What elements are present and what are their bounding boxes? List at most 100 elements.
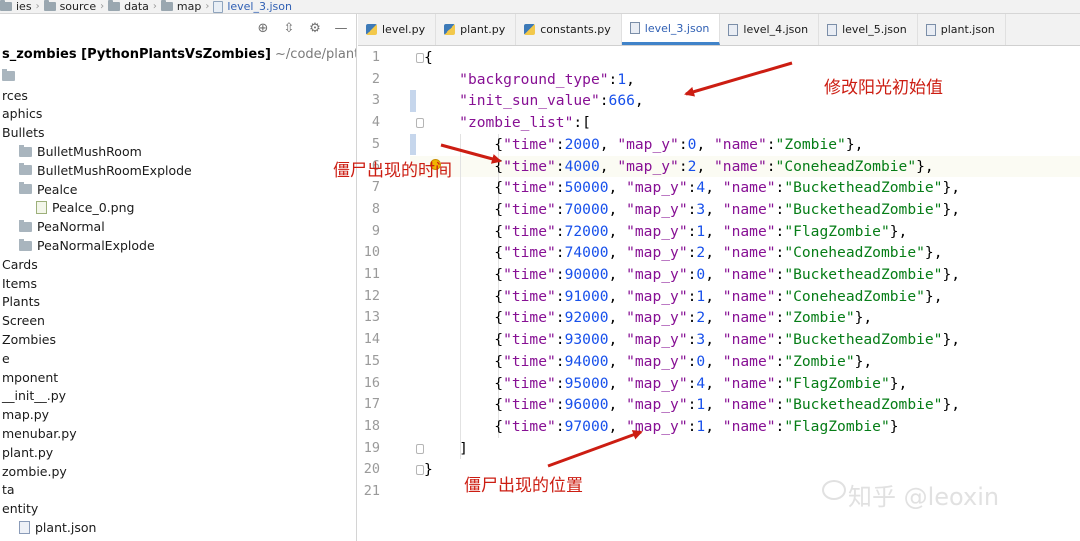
json-punctuation: },: [942, 179, 961, 197]
tree-item[interactable]: __init__.py: [0, 387, 356, 406]
editor-tab[interactable]: constants.py: [516, 14, 622, 45]
json-string: "ConeheadZombie": [784, 287, 925, 305]
tree-item[interactable]: plant.json: [0, 518, 356, 537]
tree-item[interactable]: entity: [0, 499, 356, 518]
json-punctuation: ,: [696, 135, 715, 153]
fold-marker-icon[interactable]: [416, 53, 424, 63]
breadcrumb-item[interactable]: ies: [0, 0, 32, 13]
tree-item-label: __init__.py: [2, 388, 67, 404]
json-key: "map_y": [626, 352, 688, 370]
json-number: 1: [696, 417, 706, 435]
project-root[interactable]: s_zombies [PythonPlantsVsZombies] ~/code…: [2, 47, 356, 62]
code-line: {"time":50000, "map_y":4, "name":"Bucket…: [424, 177, 960, 199]
json-punctuation: ,: [599, 157, 618, 175]
tree-item[interactable]: Items: [0, 274, 356, 293]
json-punctuation: ,: [705, 331, 723, 349]
minimize-icon[interactable]: —: [334, 21, 348, 36]
tree-item[interactable]: Zombies: [0, 330, 356, 349]
tree-item[interactable]: ta: [0, 481, 356, 500]
tree-item-label: entity: [2, 501, 39, 517]
collapse-all-icon[interactable]: ⇳: [283, 21, 295, 36]
fold-marker-icon[interactable]: [416, 443, 424, 454]
code-line: {"time":97000, "map_y":1, "name":"FlagZo…: [424, 416, 898, 438]
json-punctuation: },: [889, 374, 908, 392]
tree-item[interactable]: zombie.py: [0, 462, 356, 481]
editor-tab[interactable]: plant.json: [918, 14, 1006, 45]
json-punctuation: ,: [608, 374, 627, 392]
json-punctuation: },: [854, 352, 873, 370]
tree-item[interactable]: BulletMushRoom: [0, 142, 356, 161]
code-line: {"time":92000, "map_y":2, "name":"Zombie…: [424, 307, 872, 329]
json-punctuation: :: [555, 179, 565, 197]
tree-item[interactable]: plant.py: [0, 443, 356, 462]
json-punctuation: :: [687, 396, 697, 414]
tree-item[interactable]: menubar.py: [0, 424, 356, 443]
editor-tab[interactable]: level_3.json: [621, 14, 721, 45]
tree-item[interactable]: PeaNormalExplode: [0, 236, 356, 255]
json-number: 4: [696, 179, 706, 197]
vcs-change-marker[interactable]: [410, 90, 416, 113]
tree-item[interactable]: map.py: [0, 405, 356, 424]
json-number: 4000: [564, 157, 600, 175]
tree-item[interactable]: Pealce_0.png: [0, 199, 356, 218]
watermark-logo-icon: [822, 480, 846, 500]
json-number: 2000: [564, 135, 600, 153]
tree-item[interactable]: Screen: [0, 311, 356, 330]
line-number: 20: [363, 461, 380, 478]
json-number: 0: [696, 266, 706, 283]
tree-item[interactable]: [0, 67, 356, 86]
folder-icon: [2, 69, 15, 82]
fold-marker-icon[interactable]: [416, 118, 424, 129]
editor-tab[interactable]: level.py: [358, 14, 437, 45]
tree-item[interactable]: mponent: [0, 368, 356, 387]
tree-item[interactable]: Plants: [0, 293, 356, 312]
breadcrumb-item[interactable]: map: [160, 0, 201, 13]
json-punctuation: ,: [599, 135, 618, 153]
tree-item-label: map.py: [2, 407, 50, 423]
tree-item[interactable]: e: [0, 349, 356, 368]
json-string: "ConeheadZombie": [784, 244, 925, 262]
code-line: {"time":74000, "map_y":2, "name":"Conehe…: [424, 242, 942, 264]
json-key: "name": [722, 179, 776, 197]
indent-guide: [460, 133, 461, 460]
breadcrumb-item[interactable]: data: [108, 0, 149, 13]
tree-item[interactable]: aphics: [0, 105, 356, 124]
editor-tab[interactable]: level_5.json: [819, 14, 918, 45]
tree-item[interactable]: PeaNormal: [0, 217, 356, 236]
json-punctuation: {: [424, 374, 504, 392]
line-number: 12: [363, 287, 380, 304]
line-number: 18: [363, 417, 380, 434]
editor-tab-label: level.py: [382, 23, 426, 36]
json-punctuation: },: [942, 396, 961, 414]
intention-bulb-icon[interactable]: [430, 158, 441, 170]
json-punctuation: {: [424, 309, 504, 327]
tree-item[interactable]: BulletMushRoomExplode: [0, 161, 356, 180]
tree-item[interactable]: Cards: [0, 255, 356, 274]
breadcrumb-item[interactable]: level_3.json: [213, 0, 292, 13]
editor-tab[interactable]: level_4.json: [720, 14, 820, 45]
json-punctuation: :: [678, 135, 688, 153]
tree-item[interactable]: Pealce: [0, 180, 356, 199]
json-punctuation: },: [942, 266, 961, 283]
locate-icon[interactable]: ⊕: [257, 21, 269, 36]
json-string: "ConeheadZombie": [775, 157, 917, 175]
tree-item[interactable]: rces: [0, 86, 356, 105]
json-punctuation: :: [555, 200, 565, 218]
code-line: {"time":94000, "map_y":0, "name":"Zombie…: [424, 351, 872, 373]
json-punctuation: :: [775, 417, 785, 435]
json-number: 2: [687, 157, 697, 175]
vcs-change-marker[interactable]: [410, 133, 416, 156]
json-punctuation: :: [687, 200, 697, 218]
line-number: 5: [371, 135, 380, 152]
json-punctuation: },: [854, 309, 873, 327]
editor-tab[interactable]: plant.py: [436, 14, 517, 45]
fold-marker-icon[interactable]: [416, 465, 424, 476]
json-number: 70000: [564, 200, 609, 218]
breadcrumb-item[interactable]: source: [43, 0, 96, 13]
json-punctuation: :: [775, 244, 785, 262]
python-file-icon: [444, 24, 456, 35]
json-punctuation: ,: [608, 352, 627, 370]
gear-icon[interactable]: ⚙: [309, 21, 321, 36]
tree-item[interactable]: Bullets: [0, 123, 356, 142]
